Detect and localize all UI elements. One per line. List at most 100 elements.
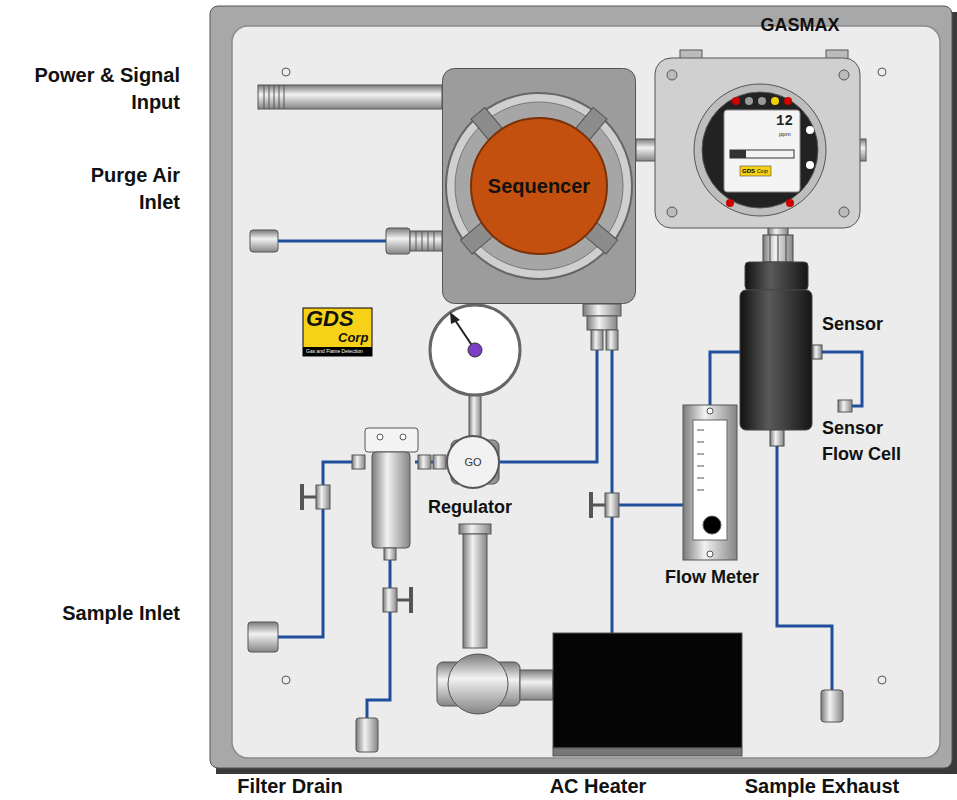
tube-connector (500, 304, 597, 462)
gasmax-transmitter (724, 110, 800, 192)
flow-meter (697, 454, 704, 455)
sequencer-outlet-fitting (583, 304, 621, 350)
node-text: Sequencer (488, 175, 590, 198)
label-holder: Sensor (822, 313, 883, 335)
sample-tubing (278, 240, 386, 243)
label-holder: 12 (776, 113, 793, 130)
label-holder: Corp (338, 330, 368, 346)
mounting-panel (232, 26, 940, 758)
gasmax-transmitter (667, 70, 677, 80)
gasmax-transmitter (806, 161, 814, 169)
mounting-panel (282, 676, 290, 684)
shutoff-valve (316, 485, 330, 509)
filter (384, 548, 396, 560)
sample-tubing (367, 550, 390, 718)
power-conduit (264, 85, 265, 109)
regulator-body-circle (447, 436, 499, 488)
tube-fittings (356, 718, 378, 752)
sensor (745, 262, 808, 290)
gasmax-transmitter (771, 97, 779, 105)
ac-heater (459, 524, 491, 534)
tube-fittings (352, 455, 365, 469)
sequencer-cover-ring (446, 93, 632, 279)
regulator-body: GO (446, 435, 500, 489)
label-holder: Flow Meter (665, 566, 759, 588)
mounting-panel (210, 6, 952, 768)
purge-air-fittings (416, 231, 417, 251)
shutoff-valve (397, 599, 411, 602)
mounting-panel (878, 68, 886, 76)
port-label: Purge Air Inlet (60, 162, 180, 216)
logo-text: GDS (306, 306, 354, 332)
tube-fittings (248, 622, 278, 652)
regulator-gauge (468, 343, 482, 357)
part-label: AC Heater (550, 774, 647, 798)
sample-tubing (278, 462, 365, 637)
purge-air-fittings (428, 231, 429, 251)
mounting-panel (878, 676, 886, 684)
sequencer-outlet-fitting (583, 304, 621, 316)
shutoff-valve (409, 587, 413, 613)
shutoff-valve (300, 484, 304, 510)
mounting-panel (210, 6, 957, 774)
sample-tubing (710, 352, 740, 405)
power-conduit (269, 85, 270, 109)
gasmax-transmitter (730, 150, 746, 158)
flow-meter (707, 551, 713, 557)
purge-air-fittings (422, 231, 423, 251)
ac-heater (520, 670, 553, 700)
filter (365, 428, 418, 560)
tube-fittings (248, 400, 852, 752)
sensor (786, 235, 787, 262)
flow-meter (697, 466, 704, 467)
power-conduit (279, 85, 280, 109)
shutoff-valve (302, 496, 316, 499)
flow-meter (707, 408, 713, 414)
gasmax-transmitter (758, 97, 766, 105)
label-holder: Regulator (428, 496, 512, 518)
part-label: Sensor (822, 313, 883, 335)
power-conduit (284, 85, 285, 109)
flow-meter (703, 516, 721, 534)
sensor (778, 235, 779, 262)
tube-fittings (838, 400, 852, 412)
gasmax-transmitter (655, 58, 860, 228)
port-label: Sample Exhaust (745, 774, 900, 798)
port-label: Sample Inlet (60, 600, 180, 627)
label-holder: Power & Signal Input (20, 62, 180, 116)
purge-air-fittings (250, 228, 442, 254)
logo-text: Corp (338, 330, 368, 346)
part-label: Regulator (428, 496, 512, 518)
gasmax-transmitter (806, 126, 814, 134)
power-conduit (258, 85, 442, 109)
sequencer-outlet-fitting (587, 316, 617, 330)
mounting-panel (216, 12, 957, 774)
shutoff-valve (591, 504, 605, 507)
flow-meter (693, 420, 727, 540)
label-holder: Sample Exhaust (745, 774, 900, 798)
part-label: GASMAX (760, 14, 839, 36)
gasmax-transmitter (732, 97, 740, 105)
regulator-gauge (469, 393, 481, 437)
part-label: Flow Meter (665, 566, 759, 588)
gasmax-transmitter (745, 97, 753, 105)
display-unit: ppm (779, 131, 791, 138)
purge-air-fittings (250, 230, 278, 252)
flow-meter (697, 478, 704, 479)
regulator-gauge (450, 312, 460, 324)
sample-tubing (611, 345, 614, 633)
flow-meter (697, 490, 704, 491)
gasmax-transmitter (786, 199, 794, 207)
purge-air-fittings (434, 231, 435, 251)
gasmax-transmitter (694, 84, 826, 216)
sensor (740, 290, 812, 430)
gds-logo (303, 347, 372, 356)
label-holder: Gas and Flame Detection (306, 348, 363, 355)
label-holder: AC Heater (550, 774, 647, 798)
shutoff-valve (383, 588, 397, 612)
node-text: GO (464, 456, 481, 468)
power-conduit (258, 85, 442, 109)
logo-tagline: Gas and Flame Detection (306, 348, 363, 355)
label-holder: Corp (757, 168, 768, 175)
label-holder: GDS (306, 306, 354, 332)
